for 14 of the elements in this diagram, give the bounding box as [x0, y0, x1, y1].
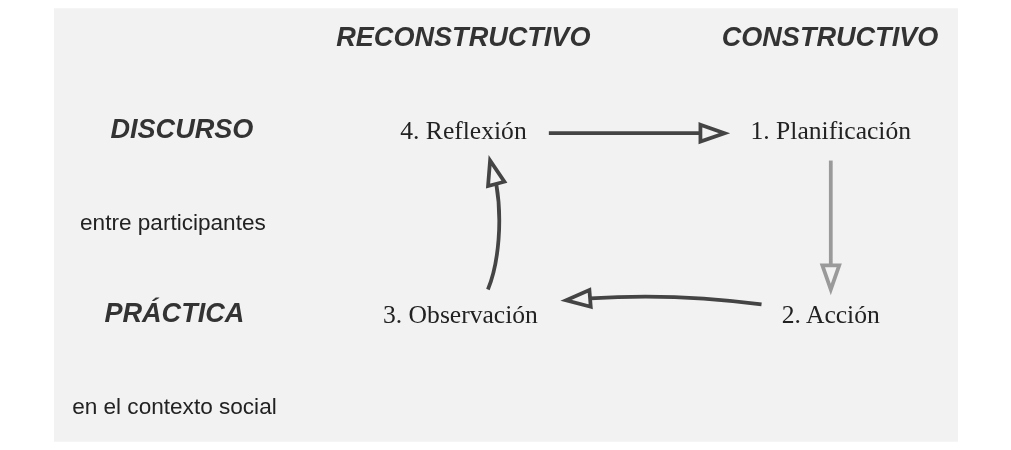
- label: RECONSTRUCTIVO: [335, 21, 591, 53]
- label: en el contexto social: [71, 393, 277, 419]
- label: entre participantes: [79, 210, 266, 236]
- node-text: 4. Reflexión: [399, 116, 527, 146]
- label: PRÁCTICA: [103, 296, 244, 328]
- arrow: [485, 155, 507, 291]
- node-text: 2. Acción: [781, 300, 880, 329]
- arrow: [819, 160, 842, 296]
- node-text: 3. Observación: [382, 300, 538, 329]
- label: DISCURSO: [109, 113, 253, 145]
- arrow: [559, 287, 762, 310]
- node-text: 1. Planificación: [750, 116, 911, 146]
- label: CONSTRUCTIVO: [721, 21, 938, 53]
- arrow: [548, 122, 730, 145]
